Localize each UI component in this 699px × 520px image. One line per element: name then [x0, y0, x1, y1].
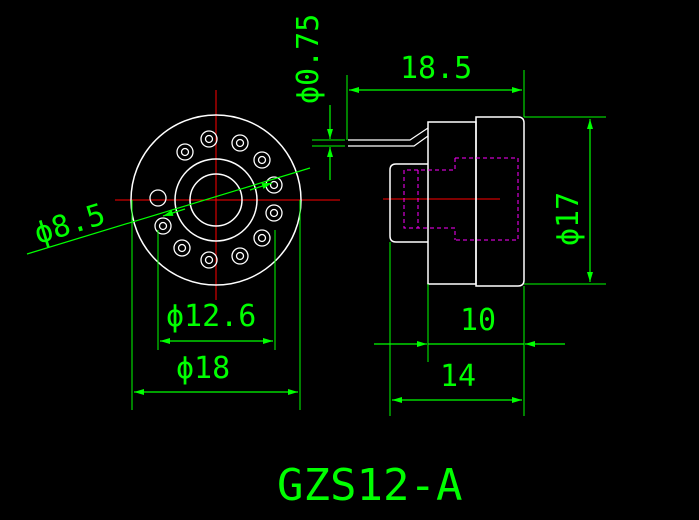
motor-cap [475, 116, 525, 287]
contact-hole [253, 151, 271, 169]
body-len-label: 10 [460, 303, 496, 338]
wire-dia-label: ϕ0.75 [291, 14, 326, 104]
hidden-lines [403, 157, 519, 241]
hole-circle-arrow-left [162, 208, 186, 217]
contact-hole [231, 134, 249, 152]
contact-hole [200, 130, 218, 148]
contact-holes [149, 130, 283, 269]
part-number-title: GZS12-A [277, 460, 462, 511]
overall-len-label: 14 [440, 359, 476, 394]
contact-hole [200, 251, 218, 269]
hole-circle-arrow-right [249, 182, 273, 191]
contact-hole [176, 143, 194, 161]
outer-dia-label: ϕ18 [176, 351, 230, 386]
lead-wire [348, 127, 429, 141]
motor-body [427, 121, 477, 285]
front-view: ϕ8.5 ϕ12.6 ϕ18 [26, 90, 340, 410]
outer-ring [130, 114, 302, 286]
inner-ring [174, 158, 258, 242]
contact-hole [253, 229, 271, 247]
bore-circle [189, 173, 243, 227]
contact-hole [265, 204, 283, 222]
motor-flange [389, 163, 428, 243]
overall-top-label: 18.5 [400, 51, 472, 86]
index-hole [149, 189, 167, 207]
contact-hole [231, 247, 249, 265]
hole-circle-dia-label: ϕ8.5 [30, 197, 109, 252]
contact-hole [154, 217, 172, 235]
side-view: ϕ0.75 18.5 ϕ17 10 14 [291, 14, 606, 416]
contact-hole [173, 239, 191, 257]
body-dia-label: ϕ17 [551, 192, 586, 246]
inner-dia-label: ϕ12.6 [166, 299, 256, 334]
